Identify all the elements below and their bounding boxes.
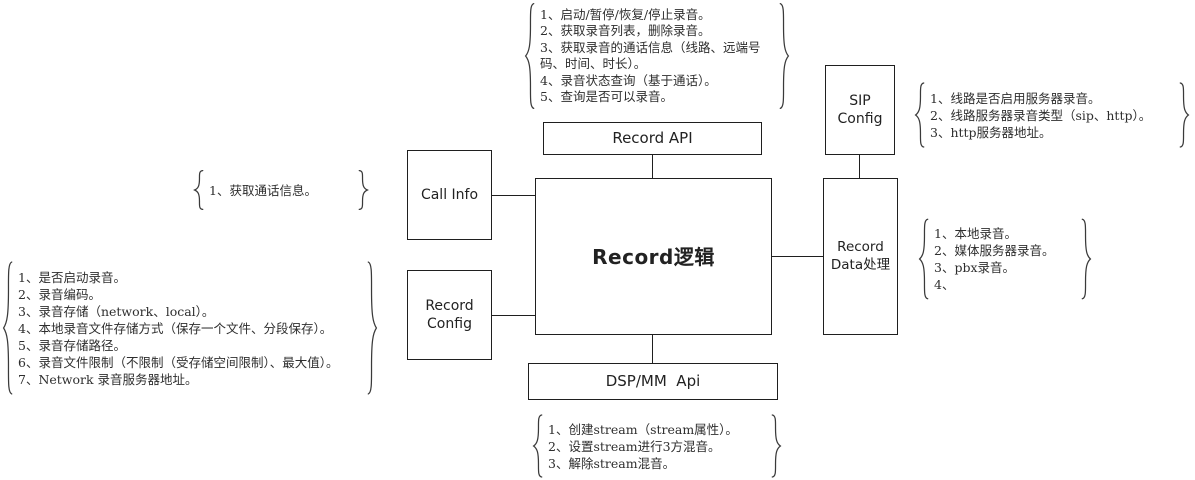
note-line: 6、录音文件限制（不限制（受存储空间限制）、最大值）。: [18, 354, 339, 370]
note-line: 2、线路服务器录音类型（sip、http）。: [930, 107, 1152, 123]
box-sip-config: SIP Config: [825, 65, 895, 155]
left-brace-icon: [913, 82, 926, 148]
left-brace-icon: [523, 2, 536, 110]
note-line: 4、录音状态查询（基于通话）。: [540, 72, 717, 88]
note-line: 1、本地录音。: [934, 226, 1017, 241]
right-brace-icon: [770, 414, 783, 478]
note-line: 4、: [934, 277, 955, 292]
right-brace-icon: [778, 2, 791, 110]
note-line: 2、设置stream进行3方混音。: [548, 438, 721, 454]
box-record-config-label: Record Config: [425, 297, 479, 332]
box-record-config: Record Config: [407, 270, 492, 360]
left-brace-icon: [1, 260, 14, 396]
right-brace-icon: [357, 170, 370, 210]
right-brace-icon: [1178, 82, 1191, 148]
connector-record-config-to-logic: [492, 315, 535, 316]
note-line: 3、获取录音的通话信息（线路、远端号码、时间、时长）。: [540, 39, 761, 72]
note-line: 1、创建stream（stream属性）。: [548, 421, 738, 437]
box-call-info: Call Info: [407, 150, 492, 240]
note-line: 1、是否启动录音。: [18, 269, 126, 285]
note-line: 2、录音编码。: [18, 286, 101, 302]
annotation-record-data-notes: 1、本地录音。 2、媒体服务器录音。 3、pbx录音。 4、: [917, 218, 1093, 300]
box-record-data-processing: Record Data处理: [823, 178, 898, 335]
note-line: 1、线路是否启用服务器录音。: [930, 90, 1101, 106]
connector-record-api-to-logic: [652, 155, 653, 178]
note-line: 3、http服务器地址。: [930, 124, 1052, 140]
note-line: 1、获取通话信息。: [209, 182, 317, 198]
box-sip-config-label: SIP Config: [837, 92, 883, 127]
note-line: 2、获取录音列表，删除录音。: [540, 23, 711, 38]
box-record-data-processing-label: Record Data处理: [830, 238, 891, 273]
right-brace-icon: [1080, 218, 1093, 300]
right-brace-icon: [366, 260, 379, 396]
box-dsp-mm-api: DSP/MM Api: [528, 363, 778, 400]
note-list: 1、是否启动录音。 2、录音编码。 3、录音存储（network、local）。…: [14, 260, 366, 396]
note-list: 1、获取通话信息。: [205, 170, 357, 210]
note-line: 3、录音存储（network、local）。: [18, 303, 215, 319]
box-record-logic: Record逻辑: [535, 178, 772, 335]
box-record-api-label: Record API: [612, 128, 693, 147]
annotation-record-config-notes: 1、是否启动录音。 2、录音编码。 3、录音存储（network、local）。…: [1, 260, 379, 396]
box-record-api: Record API: [543, 122, 762, 155]
note-line: 2、媒体服务器录音。: [934, 243, 1055, 258]
left-brace-icon: [917, 218, 930, 300]
left-brace-icon: [531, 414, 544, 478]
note-list: 1、线路是否启用服务器录音。 2、线路服务器录音类型（sip、http）。 3、…: [926, 82, 1178, 148]
box-call-info-label: Call Info: [420, 186, 479, 203]
connector-call-info-to-logic: [492, 195, 535, 196]
note-line: 3、解除stream混音。: [548, 455, 676, 471]
note-line: 5、录音存储路径。: [18, 337, 126, 353]
note-list: 1、本地录音。 2、媒体服务器录音。 3、pbx录音。 4、: [930, 218, 1080, 300]
annotation-dsp-mm-api-notes: 1、创建stream（stream属性）。 2、设置stream进行3方混音。 …: [531, 414, 783, 478]
note-line: 7、Network 录音服务器地址。: [18, 371, 198, 387]
connector-logic-to-dsp-api: [652, 335, 653, 363]
box-record-logic-label: Record逻辑: [592, 244, 715, 269]
note-line: 3、pbx录音。: [934, 260, 1016, 275]
annotation-sip-config-notes: 1、线路是否启用服务器录音。 2、线路服务器录音类型（sip、http）。 3、…: [913, 82, 1191, 148]
note-line: 1、启动/暂停/恢复/停止录音。: [540, 6, 711, 22]
connector-logic-to-record-data: [772, 256, 823, 257]
annotation-call-info-notes: 1、获取通话信息。: [192, 170, 370, 210]
left-brace-icon: [192, 170, 205, 210]
note-line: 4、本地录音文件存储方式（保存一个文件、分段保存）。: [18, 320, 333, 336]
annotation-record-api-notes: 1、启动/暂停/恢复/停止录音。 2、获取录音列表，删除录音。 3、获取录音的通…: [523, 2, 791, 110]
note-list: 1、创建stream（stream属性）。 2、设置stream进行3方混音。 …: [544, 414, 770, 478]
box-dsp-mm-api-label: DSP/MM Api: [605, 371, 701, 390]
note-line: 5、查询是否可以录音。: [540, 89, 673, 104]
note-list: 1、启动/暂停/恢复/停止录音。 2、获取录音列表，删除录音。 3、获取录音的通…: [536, 2, 778, 110]
connector-sip-config-to-record-data: [859, 155, 860, 178]
